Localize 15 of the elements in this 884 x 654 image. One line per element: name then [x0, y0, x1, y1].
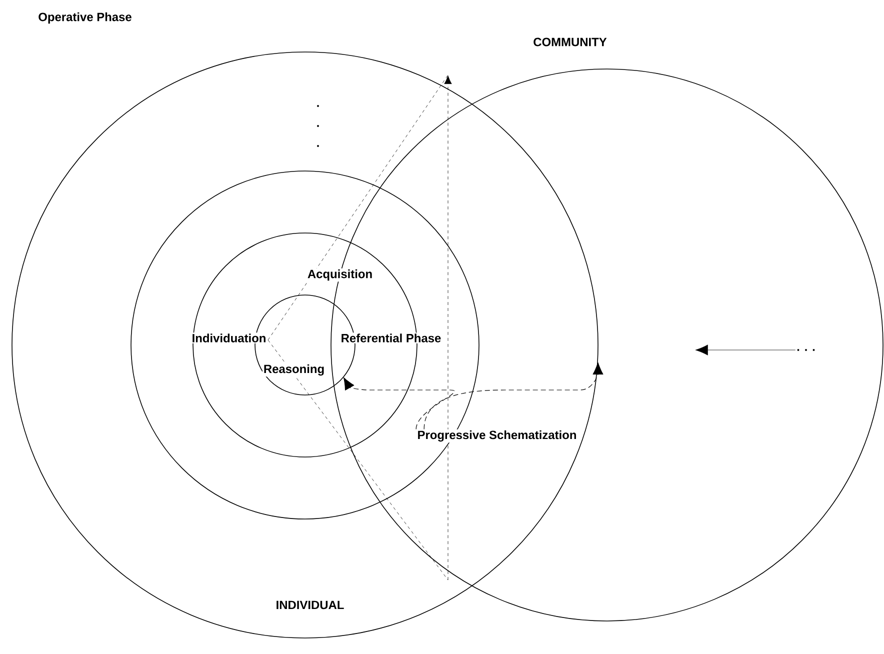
phase-label: Referential Phase — [340, 332, 442, 344]
arrow — [343, 377, 455, 430]
text-label: Progressive Schematization — [416, 429, 578, 443]
phase-label: Operative Phase — [37, 11, 133, 25]
circle-label: INDIVIDUAL — [274, 600, 346, 610]
dot: . — [315, 124, 321, 128]
arrow — [695, 344, 796, 356]
text-label: Individuation — [190, 332, 268, 344]
dot: . — [315, 104, 321, 108]
circle-label: COMMUNITY — [532, 36, 608, 48]
dot: . — [315, 144, 321, 148]
circle-label: Acquisition — [306, 268, 374, 282]
text-label: . . . — [796, 348, 816, 352]
arrow — [424, 362, 604, 430]
circle-label: Reasoning — [262, 363, 326, 377]
